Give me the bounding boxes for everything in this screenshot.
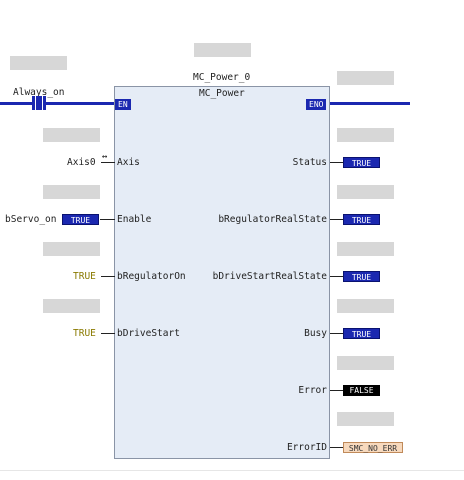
input-value-regulator-on[interactable]: TRUE — [73, 271, 96, 282]
comment-placeholder — [43, 128, 100, 142]
error-wire — [330, 390, 343, 391]
pin-regulator-on: bRegulatorOn — [117, 271, 186, 282]
busy-value-badge[interactable]: TRUE — [343, 328, 380, 339]
block-type: MC_Power — [199, 88, 245, 99]
regulator-on-wire — [101, 276, 115, 277]
error-value-badge[interactable]: FALSE — [343, 385, 380, 396]
input-value-enable[interactable]: bServo_on — [5, 214, 57, 225]
comment-placeholder — [337, 356, 394, 370]
comment-placeholder — [337, 71, 394, 85]
comment-placeholder — [337, 242, 394, 256]
function-block[interactable] — [114, 86, 330, 459]
status-wire — [330, 162, 343, 163]
pin-error: Error — [298, 385, 327, 396]
divider — [0, 470, 464, 471]
pin-status: Status — [292, 157, 327, 168]
comment-placeholder — [337, 412, 394, 426]
comment-placeholder — [43, 299, 100, 313]
contact-label[interactable]: Always_on — [13, 87, 65, 98]
comment-placeholder — [337, 128, 394, 142]
status-value-badge[interactable]: TRUE — [343, 157, 380, 168]
comment-placeholder — [10, 56, 67, 70]
pin-drive-start: bDriveStart — [117, 328, 180, 339]
drive-start-real-state-badge[interactable]: TRUE — [343, 271, 380, 282]
power-rail-wire — [0, 102, 32, 105]
busy-wire — [330, 333, 343, 334]
input-value-drive-start[interactable]: TRUE — [73, 328, 96, 339]
input-value-axis[interactable]: Axis0 — [67, 157, 96, 168]
error-id-wire — [330, 447, 343, 448]
comment-placeholder — [43, 242, 100, 256]
en-wire — [46, 102, 116, 105]
inout-connector-icon: ↔ — [102, 152, 108, 162]
regulator-real-state-badge[interactable]: TRUE — [343, 214, 380, 225]
drive-start-wire — [101, 333, 115, 334]
eno-wire — [330, 102, 410, 105]
comment-placeholder — [337, 299, 394, 313]
pin-error-id: ErrorID — [286, 442, 327, 453]
enable-wire — [100, 219, 115, 220]
pin-busy: Busy — [304, 328, 327, 339]
pin-drive-start-real-state: bDriveStartRealState — [212, 271, 327, 282]
contact-symbol[interactable] — [32, 96, 46, 110]
pin-axis: Axis — [117, 157, 140, 168]
pin-regulator-real-state: bRegulatorRealState — [218, 214, 327, 225]
en-pin[interactable]: EN — [115, 99, 131, 110]
drive-start-real-state-wire — [330, 276, 343, 277]
instance-name[interactable]: MC_Power_0 — [193, 72, 251, 83]
enable-value-badge: TRUE — [62, 214, 99, 225]
comment-placeholder — [337, 185, 394, 199]
axis-wire — [101, 162, 115, 163]
eno-pin[interactable]: ENO — [306, 99, 327, 110]
comment-placeholder — [194, 43, 251, 57]
comment-placeholder — [43, 185, 100, 199]
pin-enable: Enable — [117, 214, 152, 225]
error-id-value-badge[interactable]: SMC_NO_ERR — [343, 442, 403, 453]
regulator-real-state-wire — [330, 219, 343, 220]
